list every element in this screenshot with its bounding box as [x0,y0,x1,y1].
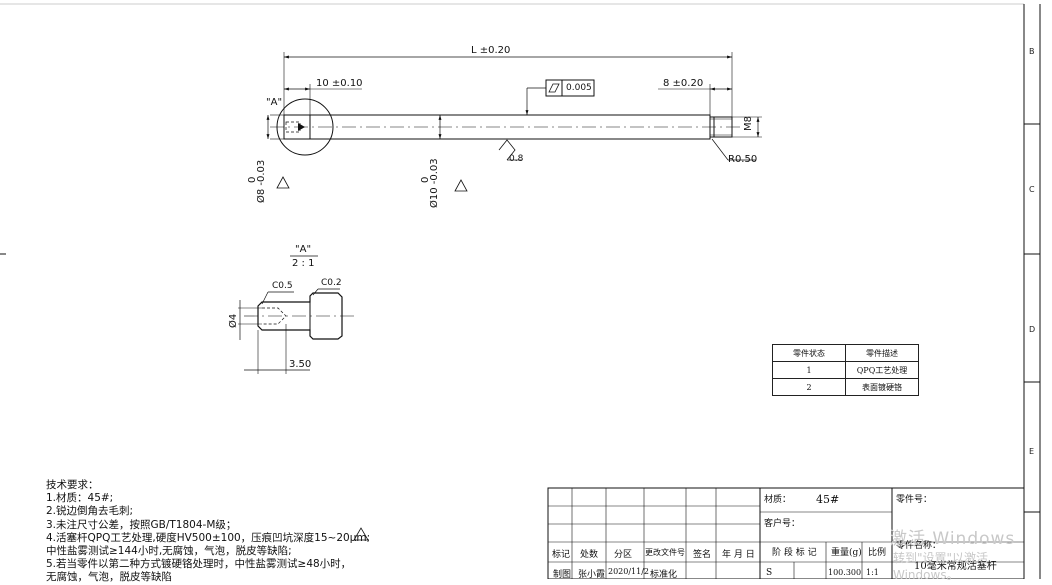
scale-value: 1:1 [866,568,879,577]
requirements-title: 技术要求： [46,479,99,491]
drafting-date: 2020/11/2 [608,567,650,576]
dia4-dimension: Ø4 [228,313,239,328]
col-header-mark: 标记 [552,550,571,560]
warning-triangle-icon [353,527,369,541]
flatness-value: 0.005 [566,83,592,93]
table-cell: 表面镀硬铬 [845,378,919,396]
table-row: 2 表面镀硬铬 [772,378,919,396]
part-number-label: 零件号： [896,495,933,505]
fillet-label: R0.50 [728,154,758,165]
table-header: 零件描述 [845,344,919,362]
zone-label: D [1029,325,1036,334]
dim-right-length: 8 ±0.20 [663,78,704,89]
standardization-label: 标准化 [650,570,678,580]
part-name-value: 10毫米常规活塞杆 [914,561,997,572]
dim-overall-length: L ±0.20 [471,45,511,56]
chamfer-c02: C0.2 [321,278,342,288]
table-cell: QPQ工艺处理 [845,361,919,379]
chamfer-c05: C0.5 [272,281,293,291]
title-block [547,487,1025,579]
table-row: 1 QPQ工艺处理 [772,361,919,379]
table-header: 零件状态 [772,344,846,362]
warning-triangle-icon [276,176,290,189]
requirement-line: 2.锐边倒角去毛刺; [46,505,134,518]
col-header-change-doc: 更改文件号 [645,548,685,557]
activation-watermark-subtext: 转到"设置"以激活 Windows。 [893,551,989,582]
part-name-label: 零件名称： [896,541,942,551]
col-header-signature: 签名 [693,550,712,560]
detail-circle [276,98,334,156]
material-label: 材质： [764,495,792,505]
requirement-line: 5.若当零件以第二种方式镀硬铬处理时，中性盐雾测试≥48小时， [46,558,352,571]
drafter-role: 制图 [553,570,572,580]
table-header-row: 零件状态 零件描述 [772,344,919,362]
detail-view-outline [257,292,343,340]
scale-label: 比例 [868,548,887,558]
customer-label: 客户号： [764,519,801,529]
detail-scale: 2 : 1 [292,258,315,269]
col-header-date: 年 月 日 [722,550,755,560]
dia10-dimension: Ø10 -0.03 [429,158,440,208]
technical-requirements: 技术要求： 1.材质：45#; 2.锐边倒角去毛刺; 3.未注尺寸公差，按照GB… [46,479,370,585]
flatness-frame [545,79,595,97]
flatness-icon [548,83,560,93]
col-header-zone: 分区 [614,550,633,560]
dim-left-length: 10 ±0.10 [316,78,363,89]
material-value: 45# [816,493,840,506]
parts-status-table: 零件状态 零件描述 1 QPQ工艺处理 2 表面镀硬铬 [772,344,919,396]
warning-triangle-icon [454,179,468,192]
depth-dimension: 3.50 [289,359,312,370]
col-header-count: 处数 [580,550,599,560]
activation-watermark: 激活 Windows [890,529,1016,549]
requirement-line: 无腐蚀，气泡，脱皮等缺陷 [46,571,172,584]
thread-label: M8 [743,116,754,131]
roughness-icon [498,139,516,161]
requirement-line: 4.活塞杆QPQ工艺处理,硬度HV500±100，压痕凹坑深度15~20μm; [46,531,371,544]
requirement-line: 1.材质：45#; [46,492,114,505]
requirement-line: 中性盐雾测试≥144小时,无腐蚀，气泡，脱皮等缺陷; [46,545,292,558]
drafter-name: 张小霞 [578,570,606,580]
stage-value: S [766,568,773,578]
zone-label: E [1029,447,1035,456]
zone-label: B [1029,47,1035,56]
requirement-line: 3.未注尺寸公差，按照GB/T1804-M级； [46,518,237,531]
table-cell: 1 [772,361,846,379]
dia8-dimension: Ø8 -0.03 [256,159,267,203]
weight-label: 重量(g) [831,548,862,558]
zone-label: C [1029,185,1035,194]
detail-reference: "A" [266,97,283,108]
table-cell: 2 [772,378,846,396]
weight-value: 100.300 [828,568,862,577]
stage-label: 阶 段 标 记 [772,548,817,558]
roughness-value: 0.8 [509,154,524,164]
detail-title: "A" [295,244,312,255]
